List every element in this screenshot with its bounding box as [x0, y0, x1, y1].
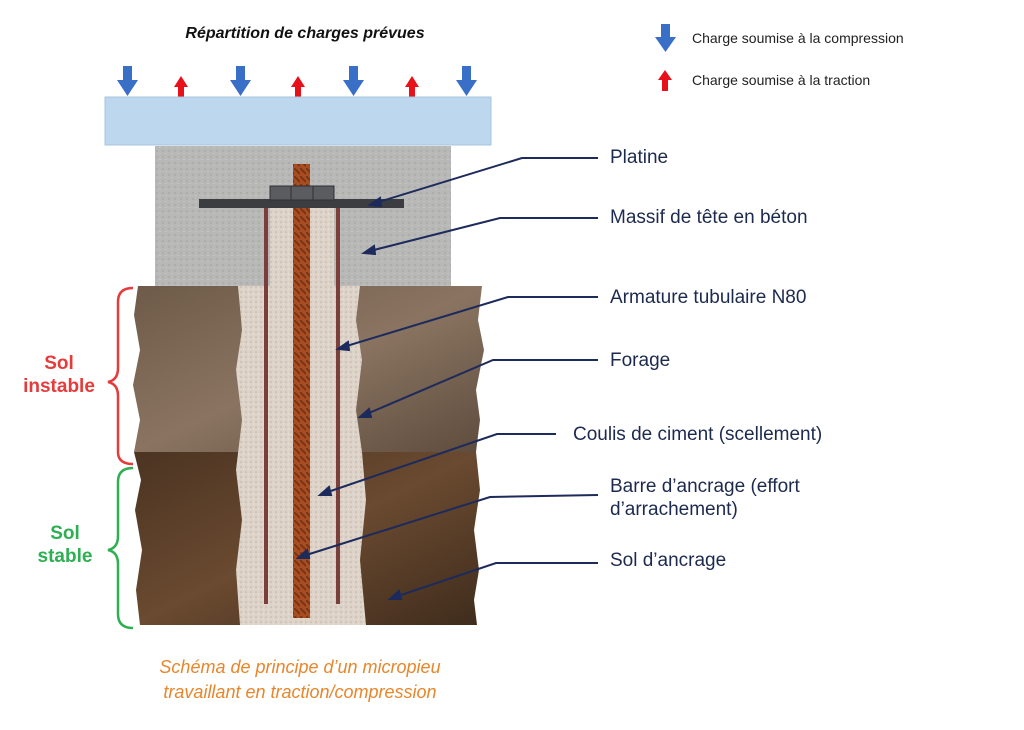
label-platine: Platine	[610, 147, 669, 168]
zone-instable-label: Sol instable	[14, 352, 104, 398]
zone-instable-line1: Sol	[44, 353, 74, 374]
label-barre-line1: Barre d’ancrage (effort	[610, 476, 800, 497]
compression-load-arrow-icon	[456, 66, 477, 96]
legend-compression-label: Charge soumise à la compression	[692, 30, 904, 46]
tubular-reinforcement-left	[264, 204, 268, 604]
leader-barre	[299, 494, 599, 558]
stable-bracket	[107, 466, 134, 630]
label-forage: Forage	[610, 350, 671, 371]
label-armature: Armature tubulaire N80	[610, 287, 807, 308]
leader-sol-ancrage	[391, 562, 598, 599]
zone-instable-line2: instable	[23, 376, 95, 397]
leader-platine	[371, 157, 598, 205]
leader-armature	[339, 296, 598, 349]
leader-forage	[361, 359, 598, 417]
base-plate	[199, 199, 404, 208]
plate-nut	[269, 185, 335, 201]
tubular-reinforcement-right	[336, 204, 340, 604]
compression-load-arrow-icon	[230, 66, 251, 96]
zone-stable-line1: Sol	[50, 523, 80, 544]
legend-traction-label: Charge soumise à la traction	[692, 72, 871, 88]
compression-load-arrow-icon	[117, 66, 138, 96]
anchor-bar	[293, 164, 310, 618]
caption-line2: travaillant en traction/compression	[163, 682, 437, 702]
zone-stable-label: Sol stable	[20, 522, 110, 568]
label-massif: Massif de tête en béton	[610, 207, 808, 228]
zone-stable-line2: stable	[37, 546, 93, 567]
structure-slab	[104, 96, 492, 146]
compression-load-arrow-icon	[343, 66, 364, 96]
traction-arrow-icon	[658, 70, 672, 91]
instable-bracket	[107, 286, 134, 466]
label-sol-ancrage: Sol d’ancrage	[610, 550, 727, 571]
label-barre-line2: d’arrachement)	[610, 499, 738, 520]
traction-load-arrow-icon	[174, 76, 188, 97]
load-arrows	[117, 66, 477, 97]
diagram-caption: Schéma de principe d’un micropieu travai…	[100, 655, 500, 705]
traction-load-arrow-icon	[291, 76, 305, 97]
leader-lines	[295, 157, 599, 600]
leader-massif	[365, 217, 598, 253]
traction-load-arrow-icon	[405, 76, 419, 97]
label-coulis: Coulis de ciment (scellement)	[573, 424, 823, 445]
compression-arrow-icon	[655, 24, 676, 52]
caption-line1: Schéma de principe d’un micropieu	[159, 657, 441, 677]
diagram-title: Répartition de charges prévues	[185, 25, 425, 42]
leader-coulis	[321, 433, 556, 495]
